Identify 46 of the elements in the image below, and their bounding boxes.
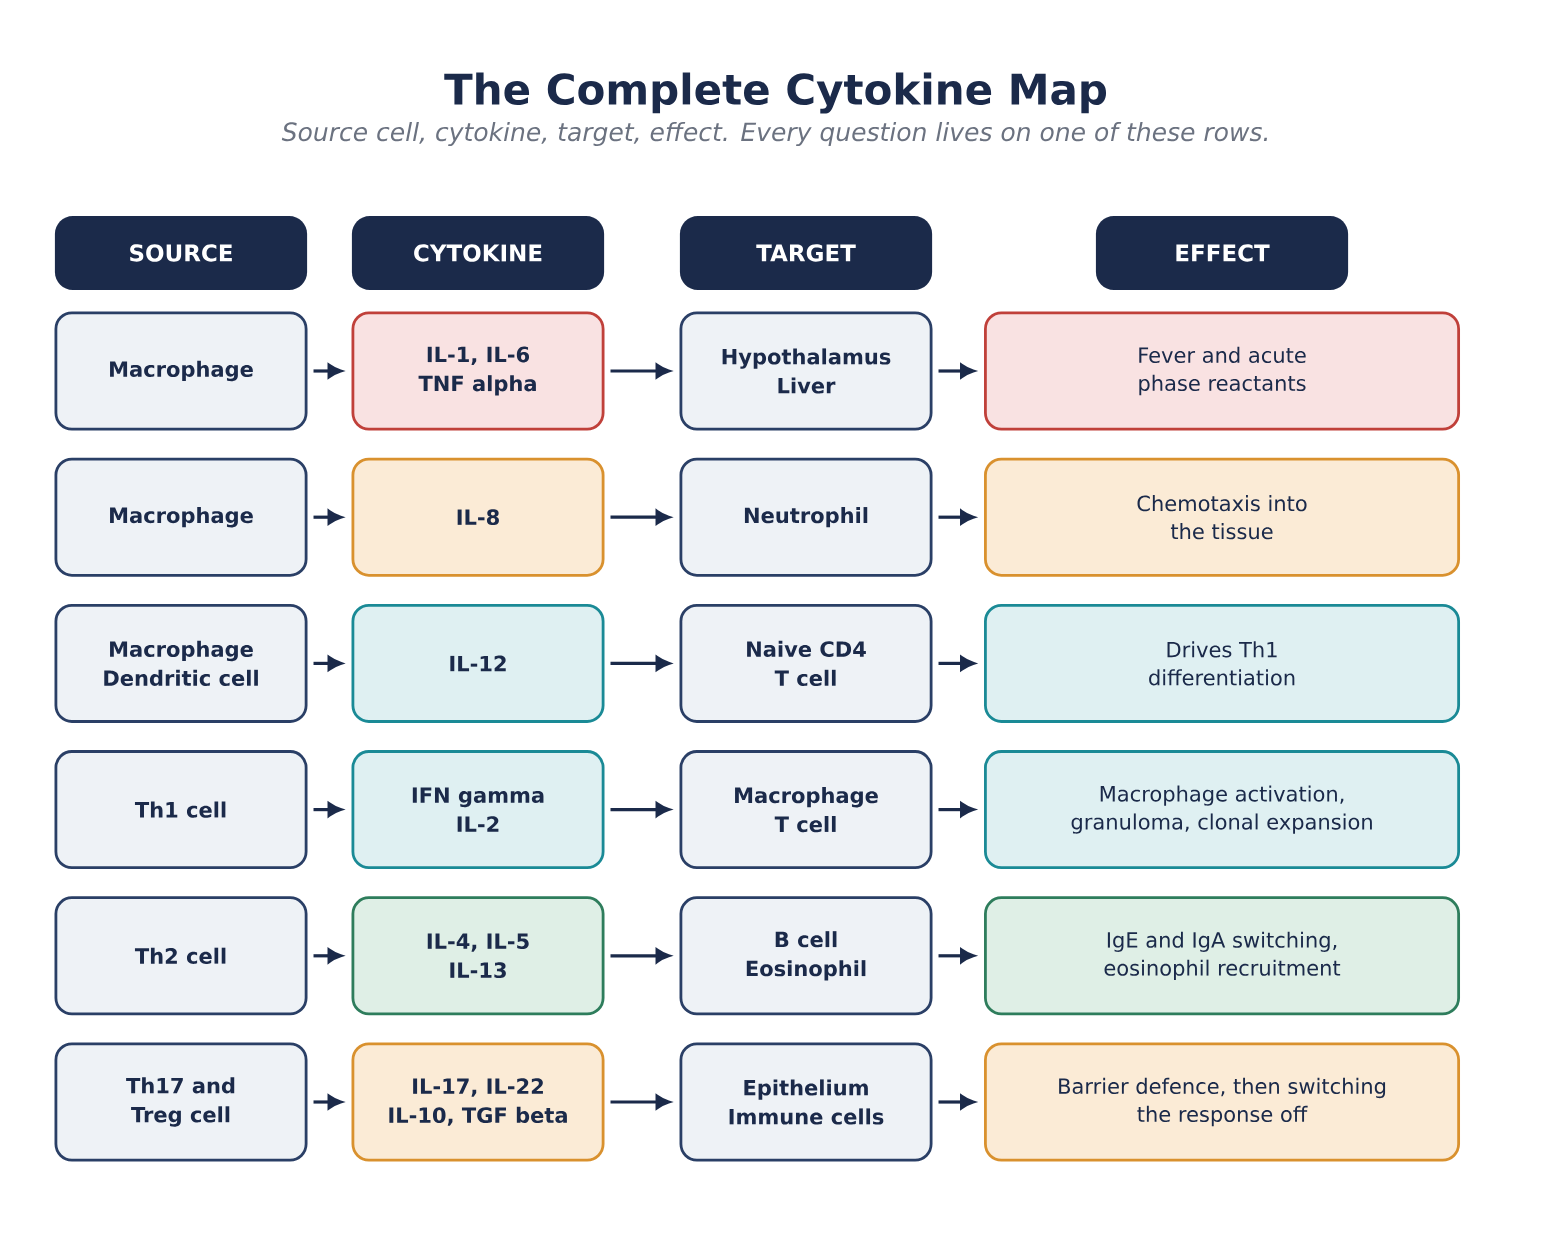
column-header: SOURCE (54, 215, 308, 291)
cytokine-box: IL-1, IL-6 TNF alpha (351, 311, 605, 431)
arrow (938, 1094, 975, 1110)
target-box: Hypothalamus Liver (679, 311, 933, 431)
effect-box: IgE and IgA switching, eosinophil recruitment (984, 896, 1460, 1016)
target-box: B cell Eosinophil (679, 896, 933, 1016)
source-box: Macrophage (54, 457, 308, 577)
arrow (313, 1094, 343, 1110)
arrow (610, 948, 671, 964)
cytokine-box: IL-17, IL-22 IL-10, TGF beta (351, 1042, 605, 1162)
source-box: Th17 and Treg cell (54, 1042, 308, 1162)
target-box: Epithelium Immune cells (679, 1042, 933, 1162)
source-box: Th2 cell (54, 896, 308, 1016)
column-header: TARGET (679, 215, 933, 291)
effect-box: Fever and acute phase reactants (984, 311, 1460, 431)
subtitle: Source cell, cytokine, target, effect. Every question lives on one of these rows. (281, 121, 1268, 147)
effect-box: Drives Th1 differentiation (984, 603, 1460, 723)
arrow (610, 509, 671, 525)
source-box: Th1 cell (54, 750, 308, 870)
cytokine-box: IL-12 (351, 603, 605, 723)
column-header: EFFECT (1095, 215, 1349, 291)
effect-box: Barrier defence, then switching the response off (984, 1042, 1460, 1162)
target-box: Macrophage T cell (679, 750, 933, 870)
source-box: Macrophage (54, 311, 308, 431)
arrow (313, 509, 343, 525)
arrow (313, 802, 343, 817)
target-box: Naive CD4 T cell (679, 603, 933, 723)
title: The Complete Cytokine Map (444, 72, 1107, 114)
arrow (938, 363, 975, 379)
arrow (610, 363, 671, 379)
arrow (313, 656, 343, 671)
arrow (610, 656, 671, 671)
arrow (938, 509, 975, 525)
arrow (313, 363, 343, 379)
cytokine-box: IFN gamma IL-2 (351, 750, 605, 870)
source-box: Macrophage Dendritic cell (54, 603, 308, 723)
effect-box: Chemotaxis into the tissue (984, 457, 1460, 577)
column-header: CYTOKINE (351, 215, 605, 291)
effect-box: Macrophage activation, granuloma, clonal expansion (984, 750, 1460, 870)
arrow (610, 1094, 671, 1110)
cytokine-box: IL-8 (351, 457, 605, 577)
arrow (610, 802, 671, 817)
arrow (938, 948, 975, 964)
target-box: Neutrophil (679, 457, 933, 577)
arrow (313, 948, 343, 964)
cytokine-box: IL-4, IL-5 IL-13 (351, 896, 605, 1016)
